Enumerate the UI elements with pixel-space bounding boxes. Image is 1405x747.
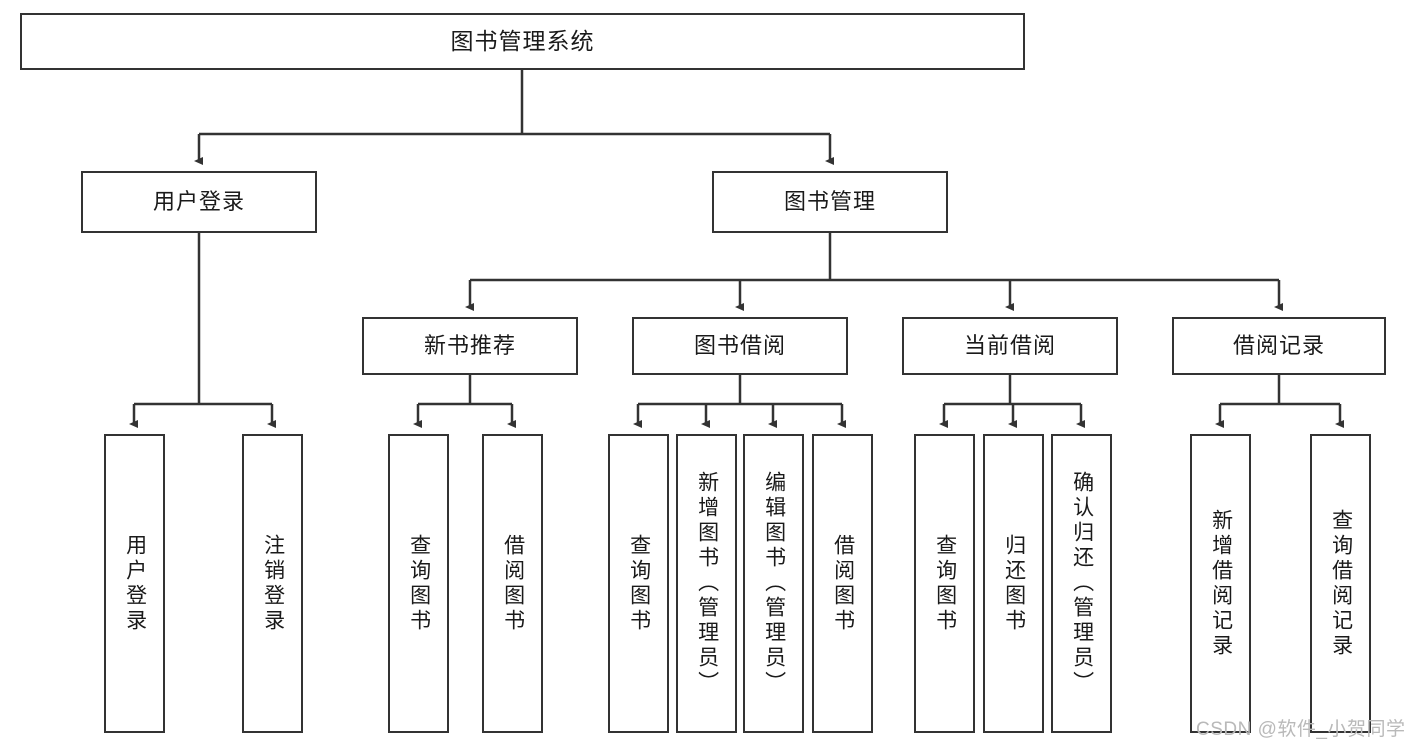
node-leaf-confirm-return-admin[interactable]: 确认归还（管理员） xyxy=(1051,434,1112,733)
node-leaf-return-book[interactable]: 归还图书 xyxy=(983,434,1044,733)
node-leaf-add-borrow-record[interactable]: 新增借阅记录 xyxy=(1190,434,1251,733)
node-leaf-add-book-admin[interactable]: 新增图书（管理员） xyxy=(676,434,737,733)
node-leaf-query-book-recommend[interactable]: 查询图书 xyxy=(388,434,449,733)
node-user-login[interactable]: 用户登录 xyxy=(81,171,317,233)
node-leaf-user-login[interactable]: 用户登录 xyxy=(104,434,165,733)
node-book-borrow[interactable]: 图书借阅 xyxy=(632,317,848,375)
node-leaf-borrow-book[interactable]: 借阅图书 xyxy=(812,434,873,733)
node-book-management[interactable]: 图书管理 xyxy=(712,171,948,233)
node-leaf-user-logout[interactable]: 注销登录 xyxy=(242,434,303,733)
node-leaf-query-book-current[interactable]: 查询图书 xyxy=(914,434,975,733)
node-current-borrow[interactable]: 当前借阅 xyxy=(902,317,1118,375)
watermark-csdn: CSDN @软件_小贺同学 xyxy=(1196,719,1405,740)
node-leaf-query-book-borrow[interactable]: 查询图书 xyxy=(608,434,669,733)
node-root-system[interactable]: 图书管理系统 xyxy=(20,13,1025,70)
node-leaf-edit-book-admin[interactable]: 编辑图书（管理员） xyxy=(743,434,804,733)
node-borrow-record[interactable]: 借阅记录 xyxy=(1172,317,1386,375)
node-leaf-borrow-book-recommend[interactable]: 借阅图书 xyxy=(482,434,543,733)
node-new-book-recommend[interactable]: 新书推荐 xyxy=(362,317,578,375)
node-leaf-query-borrow-record[interactable]: 查询借阅记录 xyxy=(1310,434,1371,733)
